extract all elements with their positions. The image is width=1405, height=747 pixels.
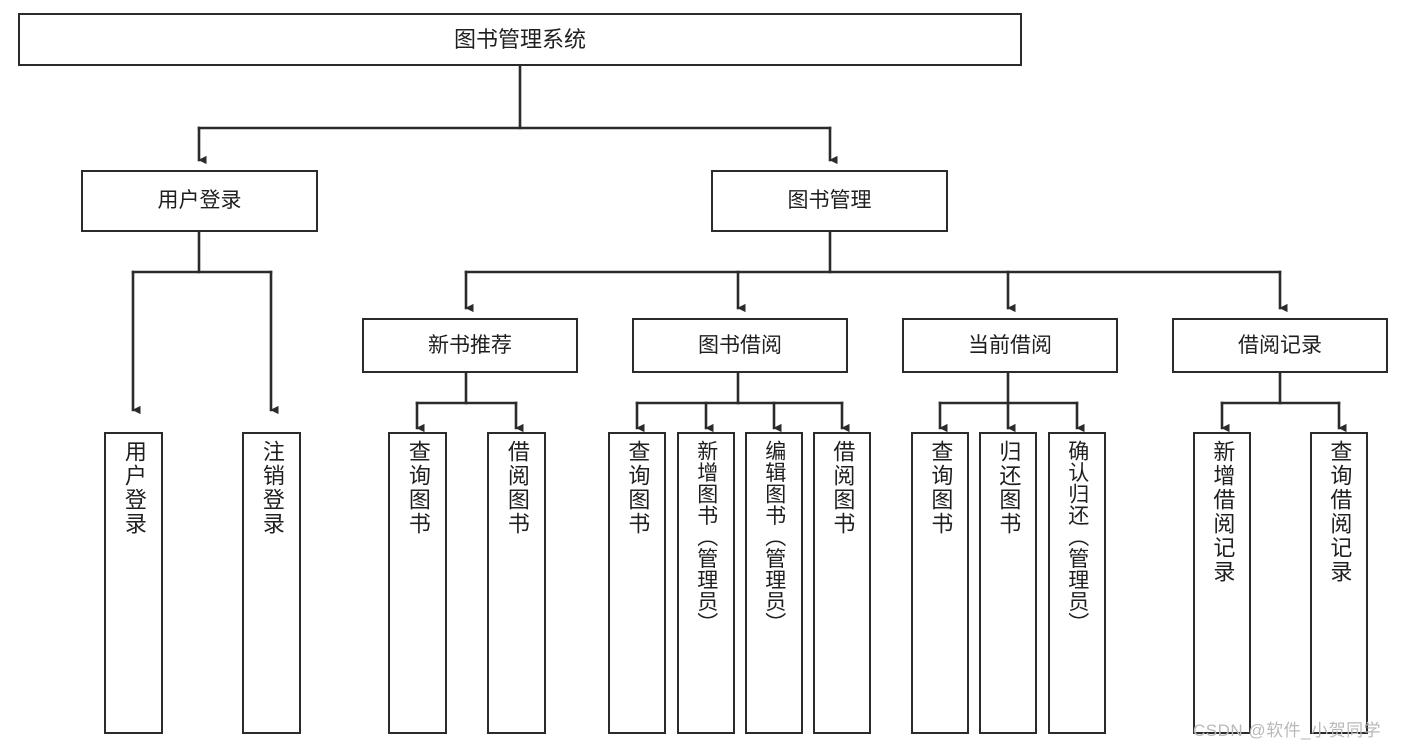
node-label: 确认归还（管理员）: [1065, 440, 1089, 634]
node-label: 图书借阅: [698, 333, 782, 357]
leaf-logout-login[interactable]: 注销登录: [242, 432, 301, 734]
node-label: 查询图书: [405, 440, 431, 536]
node-borrow-record[interactable]: 借阅记录: [1172, 318, 1388, 373]
node-label: 归还图书: [996, 440, 1022, 536]
leaf-query-borrow-record[interactable]: 查询借阅记录: [1310, 432, 1368, 734]
node-label: 用户登录: [157, 189, 242, 213]
node-label: 新书推荐: [428, 333, 512, 357]
node-label: 借阅记录: [1238, 333, 1322, 357]
leaf-add-borrow-record[interactable]: 新增借阅记录: [1193, 432, 1251, 734]
node-label: 查询图书: [625, 440, 651, 536]
leaf-query-book-current[interactable]: 查询图书: [911, 432, 969, 734]
leaf-edit-book-admin[interactable]: 编辑图书（管理员）: [745, 432, 803, 734]
leaf-return-book[interactable]: 归还图书: [979, 432, 1037, 734]
node-label: 新增借阅记录: [1210, 440, 1236, 584]
node-label: 新增图书（管理员）: [694, 440, 718, 634]
leaf-add-book-admin[interactable]: 新增图书（管理员）: [677, 432, 735, 734]
leaf-confirm-return-admin[interactable]: 确认归还（管理员）: [1048, 432, 1106, 734]
leaf-borrow-book-new-recommend[interactable]: 借阅图书: [487, 432, 546, 734]
node-new-book-recommend[interactable]: 新书推荐: [362, 318, 578, 373]
node-label: 借阅图书: [830, 440, 856, 536]
leaf-borrow-book-borrow[interactable]: 借阅图书: [813, 432, 871, 734]
node-label: 注销登录: [259, 440, 285, 536]
node-root-book-management-system[interactable]: 图书管理系统: [18, 13, 1022, 66]
leaf-query-book-new-recommend[interactable]: 查询图书: [388, 432, 447, 734]
node-current-borrow[interactable]: 当前借阅: [902, 318, 1118, 373]
node-book-borrow[interactable]: 图书借阅: [632, 318, 848, 373]
leaf-user-login[interactable]: 用户登录: [104, 432, 163, 734]
node-label: 当前借阅: [968, 333, 1052, 357]
node-label: 图书管理系统: [453, 26, 586, 52]
node-book-management[interactable]: 图书管理: [711, 170, 948, 232]
node-label: 图书管理: [787, 189, 872, 213]
node-user-login[interactable]: 用户登录: [81, 170, 318, 232]
node-label: 编辑图书（管理员）: [762, 440, 786, 634]
node-label: 借阅图书: [504, 440, 530, 536]
node-label: 查询借阅记录: [1327, 440, 1353, 584]
node-label: 用户登录: [121, 440, 147, 536]
node-label: 查询图书: [928, 440, 954, 536]
leaf-query-book-borrow[interactable]: 查询图书: [608, 432, 666, 734]
csdn-watermark: CSDN @软件_小贺同学: [1193, 721, 1382, 740]
